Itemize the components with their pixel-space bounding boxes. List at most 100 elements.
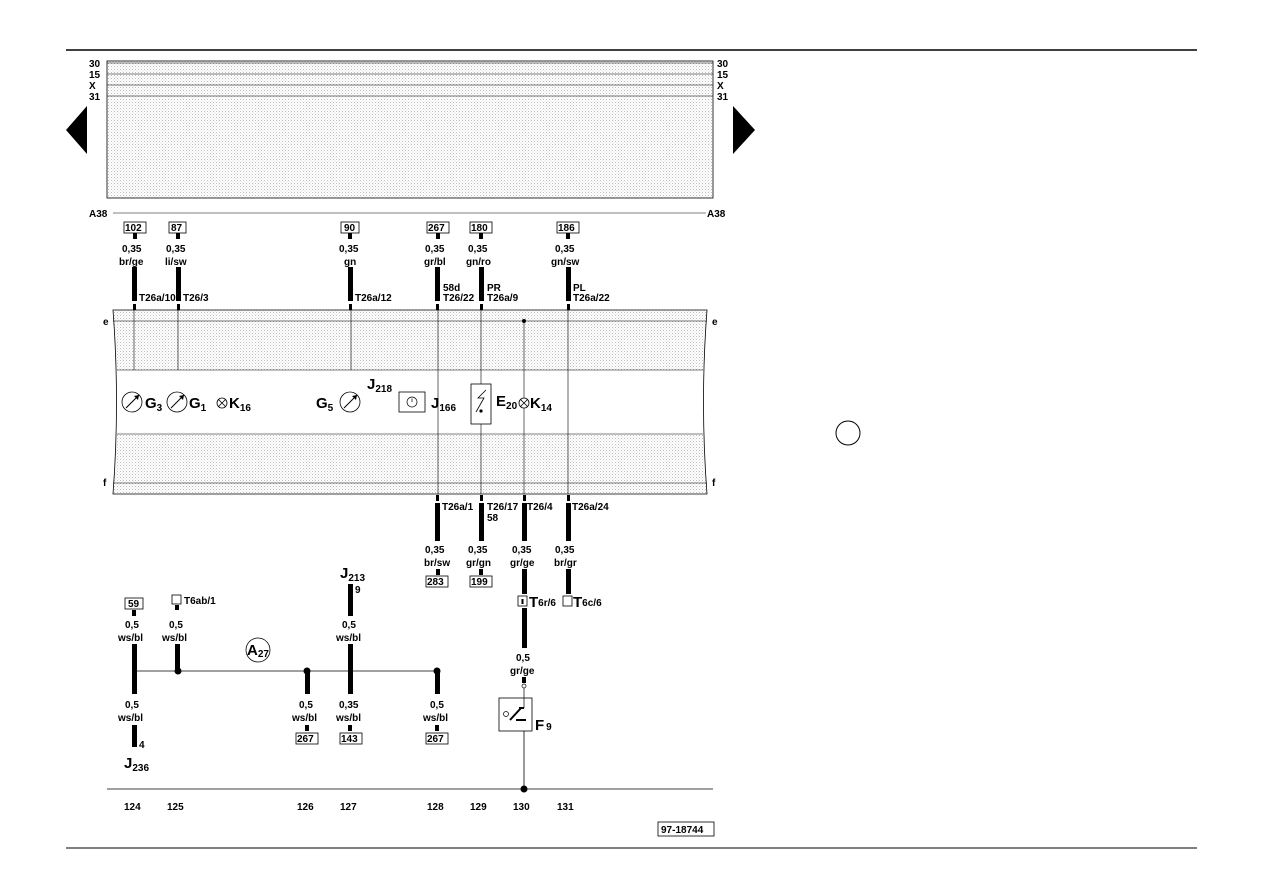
dimmer-e20: E20 [470,383,518,425]
supply-rail-area [106,60,714,199]
wire-segment [132,644,137,694]
gauge-needle-tip [134,395,139,400]
wire-end-stub [349,304,352,310]
wire-terminal [521,683,527,689]
wire-stub [479,569,483,575]
wire-color-gr-bl: gr/bl [424,257,446,268]
wire-segment [348,584,353,616]
wire-stub [133,233,137,239]
wire-color-ws-bl: ws/bl [117,713,143,724]
bus-drop-128: 0,5 ws/bl 267 [422,700,449,745]
bottom-wire-3: T26/4 0,35 gr/ge [510,495,553,594]
wire-size: 0,35 [166,244,186,255]
wire-ref-267: 267 [427,734,444,745]
wire-end-stub [567,304,570,310]
pin-t26-22: T26/22 [443,293,475,304]
bus-drop-124: 0,5 ws/bl 4 J236 [117,700,149,774]
wire-ref-199: 199 [471,577,488,588]
dimmer-contact [479,409,483,413]
rail-label-15-left: 15 [89,70,101,81]
pin-t26a-22: T26a/22 [573,293,610,304]
wire-size: 0,35 [468,545,488,556]
gauge-g3: G3 [121,391,163,414]
wire-ref-267: 267 [297,734,314,745]
wire-color-gn-ro: gn/ro [466,257,491,268]
next-page-arrow-icon[interactable] [733,106,755,154]
wire-stub [436,569,440,575]
component-j218-label: J218 [367,376,392,395]
pin-t26a-9: T26a/9 [487,293,519,304]
a27-circle-icon [245,637,271,663]
wire-size: 0,35 [468,244,488,255]
wire-ref-90: 90 [344,223,356,234]
connector-t6r-6-label: T6r/6 [529,594,556,611]
track-number-124: 124 [124,802,141,813]
track-number-125: 125 [167,802,184,813]
wire-segment [435,503,440,541]
wire-segment [522,569,527,594]
wire-end-stub [436,304,439,310]
gauge-g5: G5 [316,391,361,414]
wire-segment [566,569,571,594]
top-wire-1: 102 0,35 br/ge T26a/10 [119,221,176,310]
wire-size: 0,35 [339,244,359,255]
wire-color-ws-bl: ws/bl [117,633,143,644]
wire-t6ab: T6ab/1 0,5 ws/bl [161,594,216,675]
rail-label-x-right: X [717,81,724,92]
j236-pin-4: 4 [139,740,145,751]
wire-color-ws-bl: ws/bl [291,713,317,724]
wire-size: 0,5 [430,700,444,711]
wire-stub [176,233,180,239]
wire-ref-59: 59 [128,599,140,610]
connector-icon [562,595,573,607]
top-wire-3: 90 0,35 gn T26a/12 [339,221,392,310]
j213-pin-9: 9 [355,585,361,596]
wire-size: 0,5 [299,700,313,711]
component-g1-label: G1 [189,395,207,414]
wire-end-stub [480,495,483,501]
top-wire-5: 180 0,35 gn/ro PR T26a/9 [466,221,519,310]
wire-ref-267: 267 [428,223,445,234]
wire-end-stub [133,304,136,310]
gauge-g1: G1 [166,391,207,414]
bottom-wire-4: T26a/24 0,35 br/gr [554,495,609,594]
pin-t26a-12: T26a/12 [355,293,392,304]
wire-stub [566,233,570,239]
wire-size: 0,5 [516,653,530,664]
previous-page-arrow-icon[interactable] [66,106,87,154]
wire-size: 0,35 [555,244,575,255]
connector-a38-right-label: A38 [707,209,726,220]
wire-segment [305,671,310,694]
component-e20-label: E20 [496,393,518,412]
wire-stub [522,677,526,683]
terminal-pl: PL [573,283,586,294]
wire-size: 0,5 [169,620,183,631]
wire-ref-283: 283 [427,577,444,588]
wire-segment [479,503,484,541]
bottom-wire-1: T26a/1 0,35 br/sw 283 [424,495,474,588]
wire-end-stub [480,304,483,310]
wire-segment [348,267,353,301]
rail-label-31-right: 31 [717,92,729,103]
edge-label-f-left: f [103,478,107,489]
connector-t6r-6: T6r/6 [517,594,556,611]
wire-color-li-sw: li/sw [165,257,187,268]
rail-label-30-left: 30 [89,59,101,70]
wire-ref-box [339,732,363,745]
pin-t26a-10: T26a/10 [139,293,176,304]
pin-t26-3: T26/3 [183,293,209,304]
wire-ref-box [425,575,449,588]
wire-color-ws-bl: ws/bl [335,713,361,724]
wire-segment [348,644,353,694]
wire-segment [132,267,137,301]
wire-segment [435,671,440,694]
pin-t26-4: T26/4 [527,502,553,513]
top-wire-2: 87 0,35 li/sw T26/3 [165,221,209,310]
top-wire-4: 267 0,35 gr/bl 58d T26/22 [424,221,475,310]
wire-segment [132,725,137,747]
wire-stub [175,605,179,610]
connector-t6ab-1-label: T6ab/1 [184,596,216,607]
